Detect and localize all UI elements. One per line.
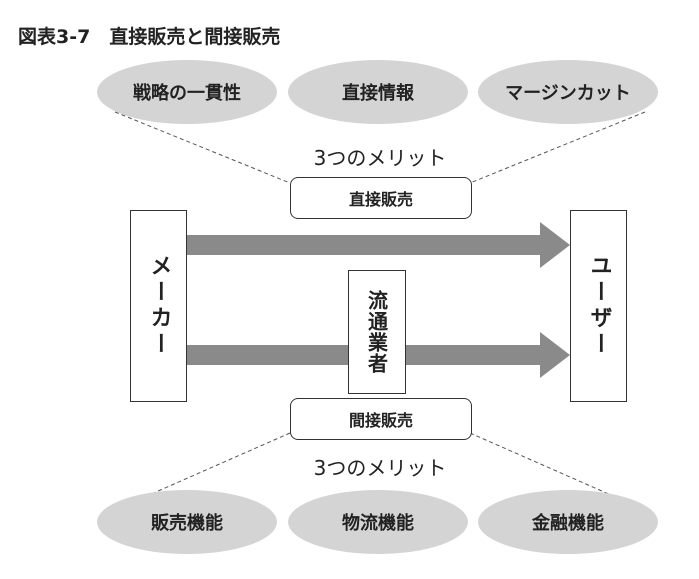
figure-title: 図表3-7 直接販売と間接販売 bbox=[18, 26, 281, 48]
merit-finance-function: 金融機能 bbox=[478, 490, 658, 554]
dashed-line-bottom-left bbox=[114, 432, 291, 511]
direct-arrow bbox=[186, 222, 570, 268]
user-box: ユーザー bbox=[570, 210, 627, 402]
merit-sales-function: 販売機能 bbox=[97, 490, 277, 554]
merit-logistics-function: 物流機能 bbox=[288, 490, 468, 554]
merit-direct-info: 直接情報 bbox=[288, 60, 468, 124]
merit-margin-cut: マージンカット bbox=[478, 60, 658, 124]
indirect-sales-box: 間接販売 bbox=[290, 398, 472, 440]
dashed-line-top-left bbox=[114, 111, 291, 184]
indirect-merits-label: 3つのメリット bbox=[313, 456, 447, 480]
maker-box: メーカー bbox=[130, 210, 187, 402]
direct-sales-box: 直接販売 bbox=[290, 177, 472, 219]
direct-merits-label: 3つのメリット bbox=[313, 146, 447, 170]
dashed-line-bottom-right bbox=[469, 432, 646, 511]
merit-strategy-consistency: 戦略の一貫性 bbox=[97, 60, 277, 124]
dashed-line-top-right bbox=[469, 111, 646, 184]
distributor-box: 流通業者 bbox=[348, 270, 406, 394]
